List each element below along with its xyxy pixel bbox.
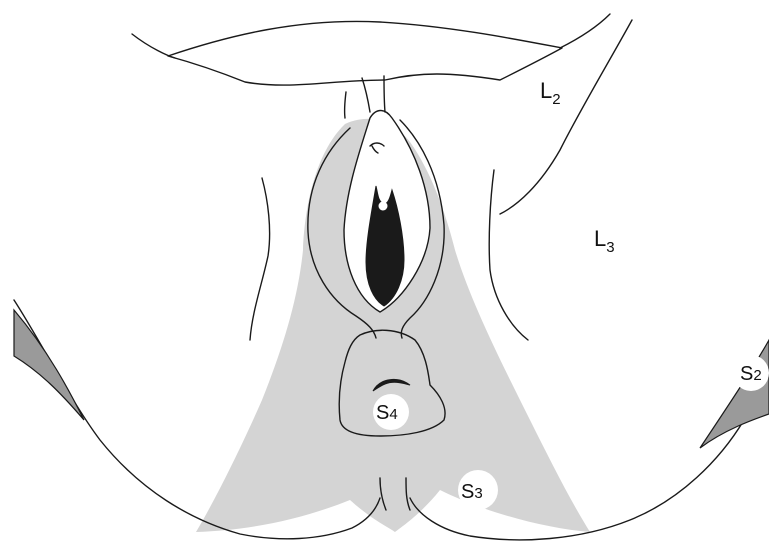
urethral-meatus (379, 202, 388, 211)
s2-zone-left (14, 310, 84, 420)
label-s2: S2 (740, 363, 762, 385)
waist-line-left (132, 34, 175, 58)
central-cleft-top (362, 78, 370, 112)
s2-zone-right (700, 340, 769, 448)
label-s3: S3 (461, 481, 483, 503)
right-groin-fold (489, 170, 528, 340)
central-cleft-top-right (384, 76, 385, 112)
left-groin-inner (345, 92, 346, 118)
label-l3: L3 (594, 226, 615, 256)
label-l2: L2 (540, 78, 561, 108)
label-s4: S4 (376, 402, 398, 424)
waist-line-right (560, 14, 610, 48)
right-inguinal-line (500, 20, 632, 214)
mons-top-outline (168, 21, 562, 85)
left-groin-fold (250, 178, 270, 340)
